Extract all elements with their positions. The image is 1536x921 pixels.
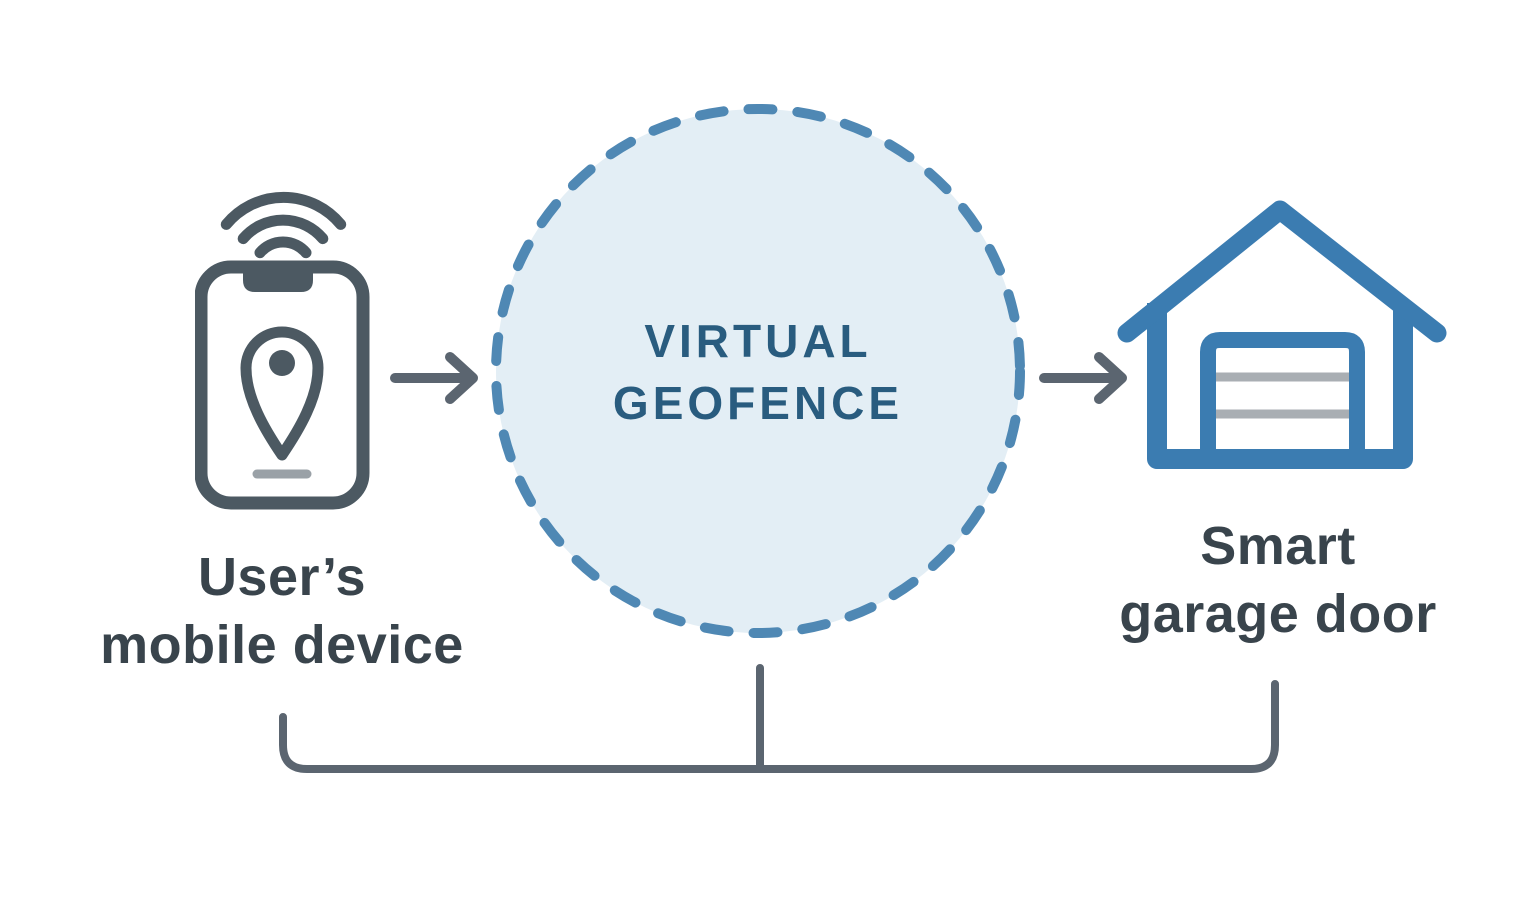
house-garage-icon (1117, 200, 1447, 469)
phone-notch (243, 266, 313, 292)
bottom-bracket-connector (279, 664, 1279, 773)
garage-label-line2: garage door (1119, 584, 1437, 644)
geofence-dashed-circle (491, 104, 1025, 638)
mobile-node-label: User’s mobile device (62, 543, 502, 679)
smartphone-icon (195, 260, 370, 510)
garage-door-frame (1200, 332, 1365, 459)
geofence-label-line1: VIRTUAL (644, 315, 872, 367)
mobile-label-line2: mobile device (100, 615, 464, 675)
wifi-signal-icon (220, 191, 347, 259)
geofence-label-line2: GEOFENCE (612, 377, 904, 429)
garage-door-slats (1214, 372, 1351, 419)
geofence-label: VIRTUAL GEOFENCE (538, 310, 978, 434)
mobile-label-line1: User’s (197, 547, 367, 607)
house-walls (1147, 303, 1413, 469)
location-pin-icon (240, 326, 324, 461)
garage-node-label: Smart garage door (1058, 512, 1498, 648)
arrow-right-icon (1039, 352, 1127, 404)
arrow-right-icon (390, 352, 478, 404)
house-roof (1117, 200, 1447, 343)
garage-label-line1: Smart (1200, 516, 1356, 576)
